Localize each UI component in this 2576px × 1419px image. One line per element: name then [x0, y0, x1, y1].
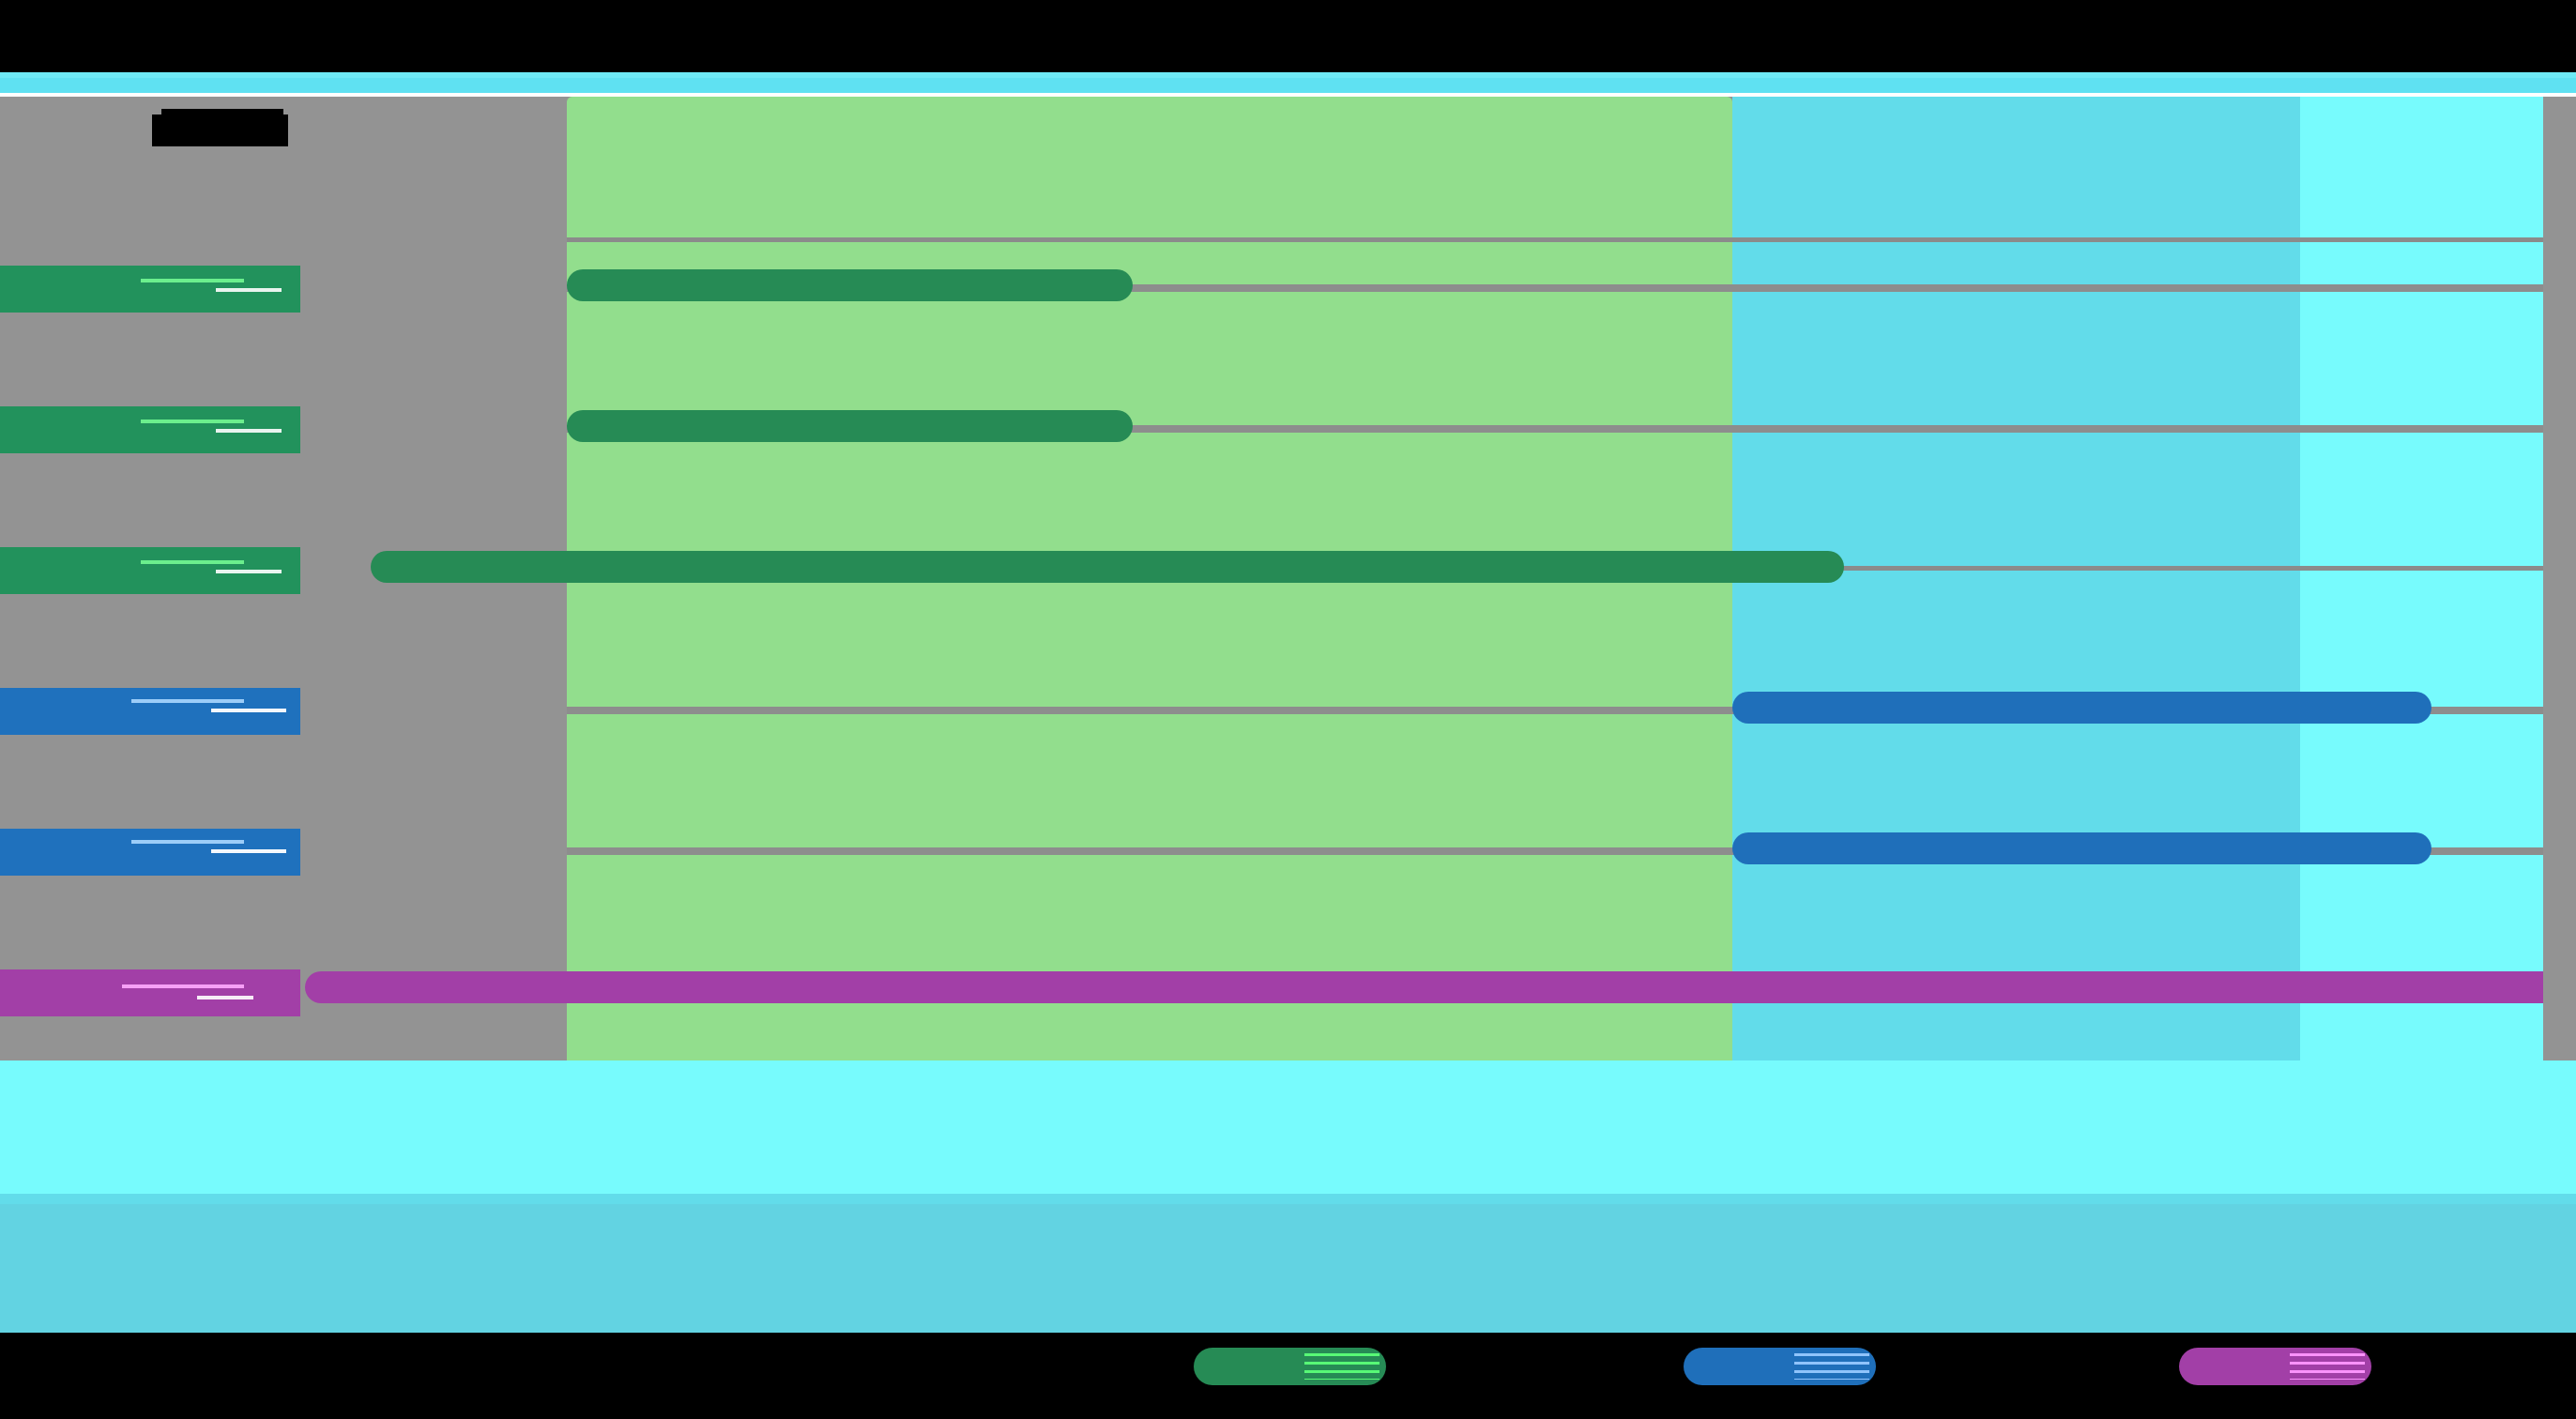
- redaction-block: [0, 688, 300, 735]
- x-axis-cyan-band: [0, 1060, 2576, 1204]
- top-cyan-strip-1: [0, 72, 2576, 78]
- gridline-track: [567, 237, 2543, 242]
- legend-swatch-green: [1194, 1348, 1386, 1385]
- top-cyan-strip-2: [0, 78, 2576, 93]
- footer-teal-band: [0, 1204, 2576, 1333]
- redaction-block: [0, 829, 300, 876]
- category-label-column: [0, 97, 300, 1060]
- session-band-2: [1732, 97, 2300, 1193]
- legend-item-magenta[interactable]: [2179, 1348, 2371, 1385]
- legend-label-redaction: [1794, 1353, 1869, 1380]
- legend-swatch-blue: [1684, 1348, 1876, 1385]
- category-label-dataset-b2: [0, 829, 300, 876]
- legend: [0, 1333, 2576, 1419]
- gridline-track: [567, 707, 2543, 714]
- bar-dataset-b1[interactable]: [1732, 692, 2431, 724]
- gridline-track: [567, 425, 2543, 433]
- bar-dataset-a2[interactable]: [567, 410, 1133, 442]
- bar-dataset-b2[interactable]: [1732, 832, 2431, 864]
- legend-label-redaction: [2290, 1353, 2365, 1380]
- bar-dataset-a3[interactable]: [371, 551, 1844, 583]
- redaction-block: [0, 547, 300, 594]
- redaction-block: [0, 266, 300, 313]
- plot-area: Session 1 Session 2: [0, 97, 2543, 1193]
- legend-item-green[interactable]: [1194, 1348, 1386, 1385]
- category-label-dataset-a1: [0, 266, 300, 313]
- bar-dataset-c1[interactable]: [305, 971, 2543, 1003]
- bar-dataset-a1[interactable]: [567, 269, 1133, 301]
- category-label-dataset-a3: [0, 547, 300, 594]
- category-label-dataset-c1: [0, 969, 300, 1016]
- x-axis-divider: [0, 1194, 2576, 1205]
- redaction-block: [0, 969, 300, 1016]
- redaction-block: [0, 406, 300, 453]
- legend-item-blue[interactable]: [1684, 1348, 1876, 1385]
- session-band-1: [567, 97, 1732, 1193]
- category-label-dataset-a2: [0, 406, 300, 453]
- legend-label-redaction: [1304, 1353, 1379, 1380]
- gridline-track: [567, 847, 2543, 855]
- chart-title-redacted: [152, 109, 288, 146]
- session-band-3: [2300, 97, 2543, 1193]
- plot-right-margin: [2543, 97, 2576, 1060]
- gridline-track: [567, 284, 2543, 292]
- legend-swatch-magenta: [2179, 1348, 2371, 1385]
- category-label-dataset-b1: [0, 688, 300, 735]
